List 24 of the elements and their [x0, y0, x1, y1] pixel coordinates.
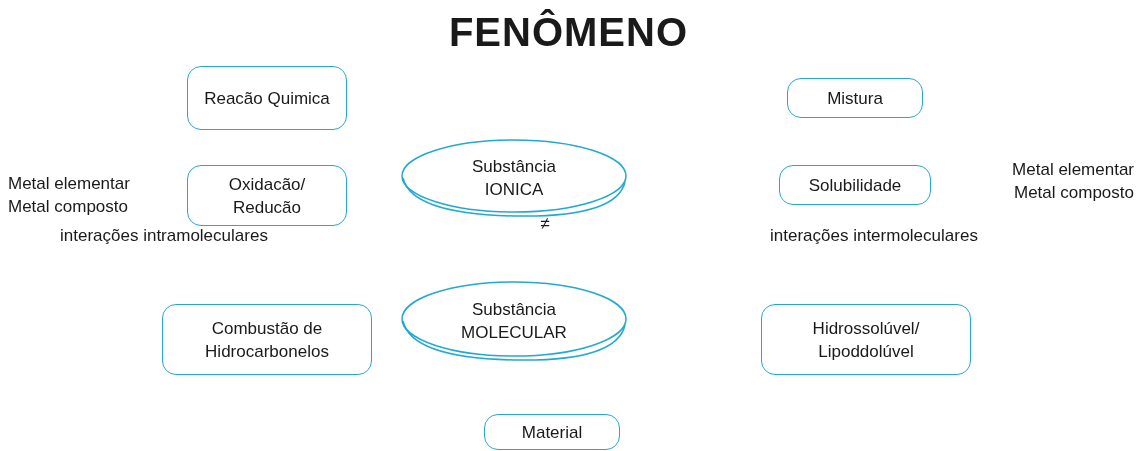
text-label: interações intramoleculares — [60, 225, 269, 247]
rounded-box — [779, 165, 931, 205]
title: FENÔMENO — [447, 8, 690, 56]
node-label: Material — [521, 421, 583, 444]
rounded-box — [787, 78, 923, 118]
node-label: Reacão Quimica — [204, 87, 330, 110]
text-label: interações intermoleculares — [770, 225, 979, 247]
node-label: Combustão de Hidrocarbonelos — [204, 317, 330, 363]
rounded-box — [484, 414, 620, 450]
node-label: Substância MOLECULAR — [460, 299, 568, 344]
rounded-box — [761, 304, 971, 375]
node-label: Mistura — [827, 87, 883, 110]
rounded-box — [187, 66, 347, 130]
text-label: Metal elementar — [1011, 159, 1134, 181]
text-label: Metal composto — [1013, 182, 1134, 204]
text-label: ≠ — [539, 213, 551, 235]
rounded-box — [162, 304, 372, 375]
text-label: Metal composto — [8, 196, 129, 218]
text-label: Metal elementar — [8, 173, 131, 195]
rounded-box — [187, 165, 347, 226]
node-label: Solubilidade — [808, 174, 902, 197]
node-label: Oxidacão/ Reducão — [227, 173, 307, 219]
node-label: Substância IONICA — [470, 156, 558, 201]
node-label: Hidrossolúvel/ Lipoddolúvel — [811, 317, 921, 363]
